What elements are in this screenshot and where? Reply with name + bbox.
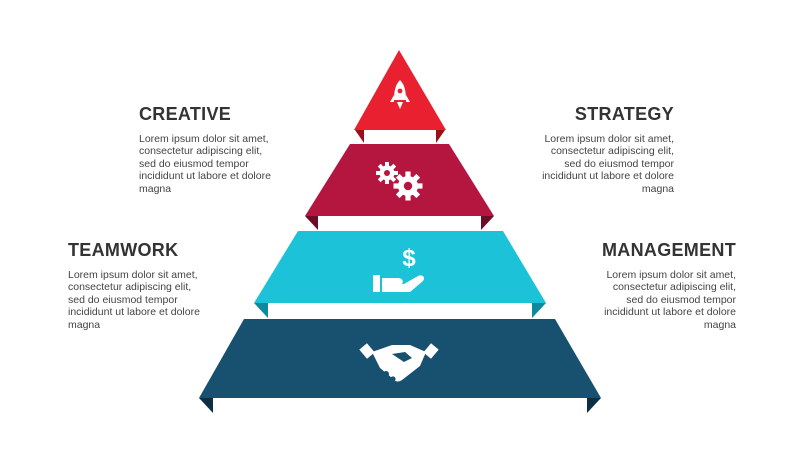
creative-line: sed do eiusmod tempor xyxy=(139,157,249,170)
teamwork-line: incididunt ut labore et dolore xyxy=(68,306,200,319)
teamwork-block: TEAMWORK Lorem ipsum dolor sit amet, con… xyxy=(68,240,288,331)
tier-3-shape xyxy=(254,231,546,303)
management-title: MANAGEMENT xyxy=(602,240,736,260)
management-line: consectetur adipiscing elit, xyxy=(612,281,736,294)
creative-line: incididunt ut labore et dolore xyxy=(139,170,271,183)
tier-4-fold-left xyxy=(199,398,213,413)
tier-4 xyxy=(199,319,601,413)
teamwork-title: TEAMWORK xyxy=(68,240,179,260)
strategy-line: Lorem ipsum dolor sit amet, xyxy=(544,133,674,145)
management-description: Lorem ipsum dolor sit amet, consectetur … xyxy=(516,269,736,331)
tier-4-fold-right xyxy=(587,398,601,413)
creative-description: Lorem ipsum dolor sit amet, consectetur … xyxy=(139,133,359,195)
creative-title: CREATIVE xyxy=(139,104,232,124)
svg-text:$: $ xyxy=(402,245,416,272)
strategy-line: consectetur adipiscing elit, xyxy=(550,145,674,158)
creative-block: CREATIVE Lorem ipsum dolor sit amet, con… xyxy=(139,104,359,195)
teamwork-line: sed do eiusmod tempor xyxy=(68,293,178,306)
tier-2 xyxy=(305,144,494,230)
gears-icon xyxy=(376,162,423,201)
management-line: Lorem ipsum dolor sit amet, xyxy=(606,269,736,281)
tier-1-fold-left xyxy=(355,130,364,143)
creative-line: magna xyxy=(139,182,172,195)
money-hand-icon: $ xyxy=(373,245,425,292)
management-line: magna xyxy=(703,318,736,331)
management-line: incididunt ut labore et dolore xyxy=(604,306,736,319)
tier-1 xyxy=(354,50,446,143)
teamwork-line: magna xyxy=(68,318,101,331)
tier-3: $ xyxy=(254,231,546,318)
teamwork-line: consectetur adipiscing elit, xyxy=(68,281,192,294)
tier-3-fold-right xyxy=(532,303,546,318)
tier-3-fold-left xyxy=(254,303,268,318)
creative-line: consectetur adipiscing elit, xyxy=(139,145,263,158)
teamwork-line: Lorem ipsum dolor sit amet, xyxy=(68,269,198,281)
management-line: sed do eiusmod tempor xyxy=(626,293,736,306)
tier-2-fold-left xyxy=(305,216,318,230)
strategy-line: magna xyxy=(641,182,674,195)
strategy-block: STRATEGY Lorem ipsum dolor sit amet, con… xyxy=(454,104,674,195)
handshake-icon xyxy=(359,343,439,382)
strategy-description: Lorem ipsum dolor sit amet, consectetur … xyxy=(454,133,674,195)
tier-1-fold-right xyxy=(436,130,445,143)
strategy-title: STRATEGY xyxy=(574,104,674,124)
rocket-icon xyxy=(390,80,410,109)
creative-line: Lorem ipsum dolor sit amet, xyxy=(139,133,269,145)
tier-2-fold-right xyxy=(481,216,494,230)
management-block: MANAGEMENT Lorem ipsum dolor sit amet, c… xyxy=(516,240,736,331)
teamwork-description: Lorem ipsum dolor sit amet, consectetur … xyxy=(68,269,288,331)
strategy-line: incididunt ut labore et dolore xyxy=(542,170,674,183)
strategy-line: sed do eiusmod tempor xyxy=(564,157,674,170)
